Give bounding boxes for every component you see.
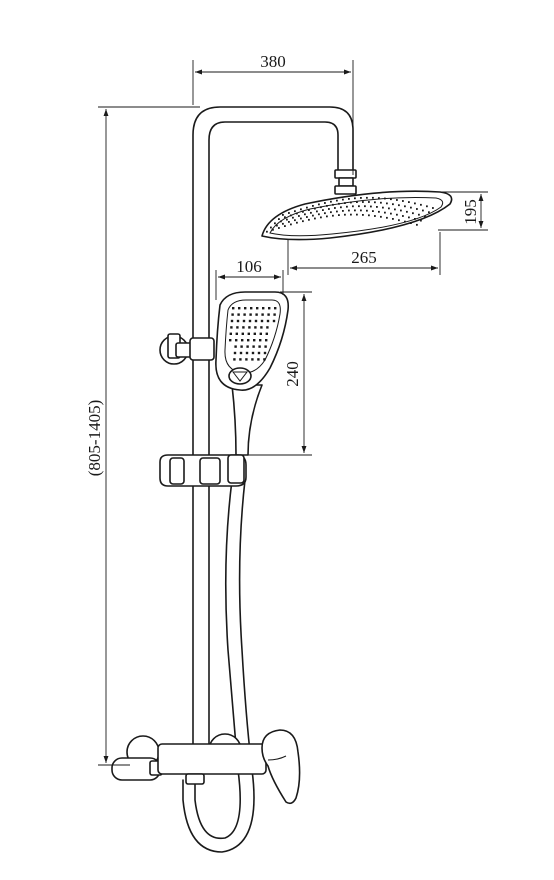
- mixer-valve: [111, 729, 301, 805]
- dimension-total-height: [98, 106, 200, 766]
- rain-shower-head: [261, 190, 453, 241]
- dimension-head-width: [287, 232, 441, 275]
- dimension-head-width-label: 265: [351, 248, 377, 267]
- dimension-top-width: [192, 60, 354, 175]
- hand-shower: [215, 291, 290, 456]
- dimension-hand-width-label: 106: [236, 257, 262, 276]
- dimension-total-height-label: (805-1405): [85, 400, 104, 476]
- dimension-hand-height-label: 240: [283, 361, 302, 387]
- hand-shower-nozzles: [229, 307, 277, 361]
- dimension-head-height-label: 195: [461, 199, 480, 225]
- head-swivel-joint: [334, 169, 357, 195]
- rain-head-nozzles: [266, 196, 434, 233]
- dimension-top-width-label: 380: [260, 52, 286, 71]
- dimension-hand-width: [215, 270, 284, 300]
- wall-bracket-upper: [159, 333, 215, 365]
- slide-holder: [159, 454, 247, 487]
- riser-pipe: [192, 106, 354, 746]
- dimension-hand-height: [246, 291, 312, 456]
- dimension-head-height: [438, 191, 488, 231]
